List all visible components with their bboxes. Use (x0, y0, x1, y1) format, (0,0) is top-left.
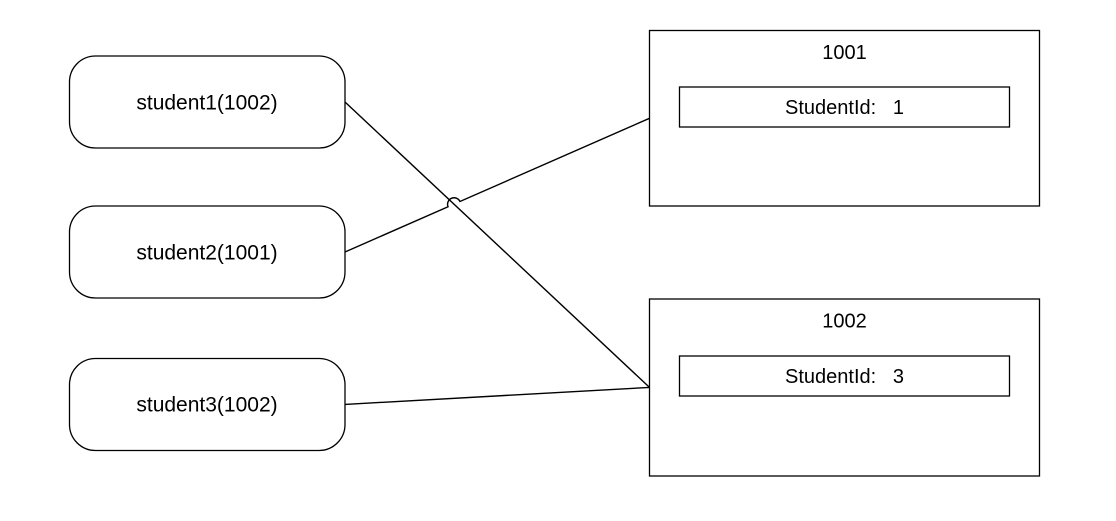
svg-text:StudentId: 1: StudentId: 1 (785, 97, 904, 119)
svg-text:StudentId: 3: StudentId: 3 (785, 366, 904, 388)
svg-text:student2(1001): student2(1001) (136, 241, 277, 264)
svg-text:student1(1002): student1(1002) (136, 91, 277, 114)
svg-text:1002: 1002 (822, 311, 867, 333)
svg-text:student3(1002): student3(1002) (136, 394, 277, 417)
svg-text:1001: 1001 (822, 42, 867, 64)
